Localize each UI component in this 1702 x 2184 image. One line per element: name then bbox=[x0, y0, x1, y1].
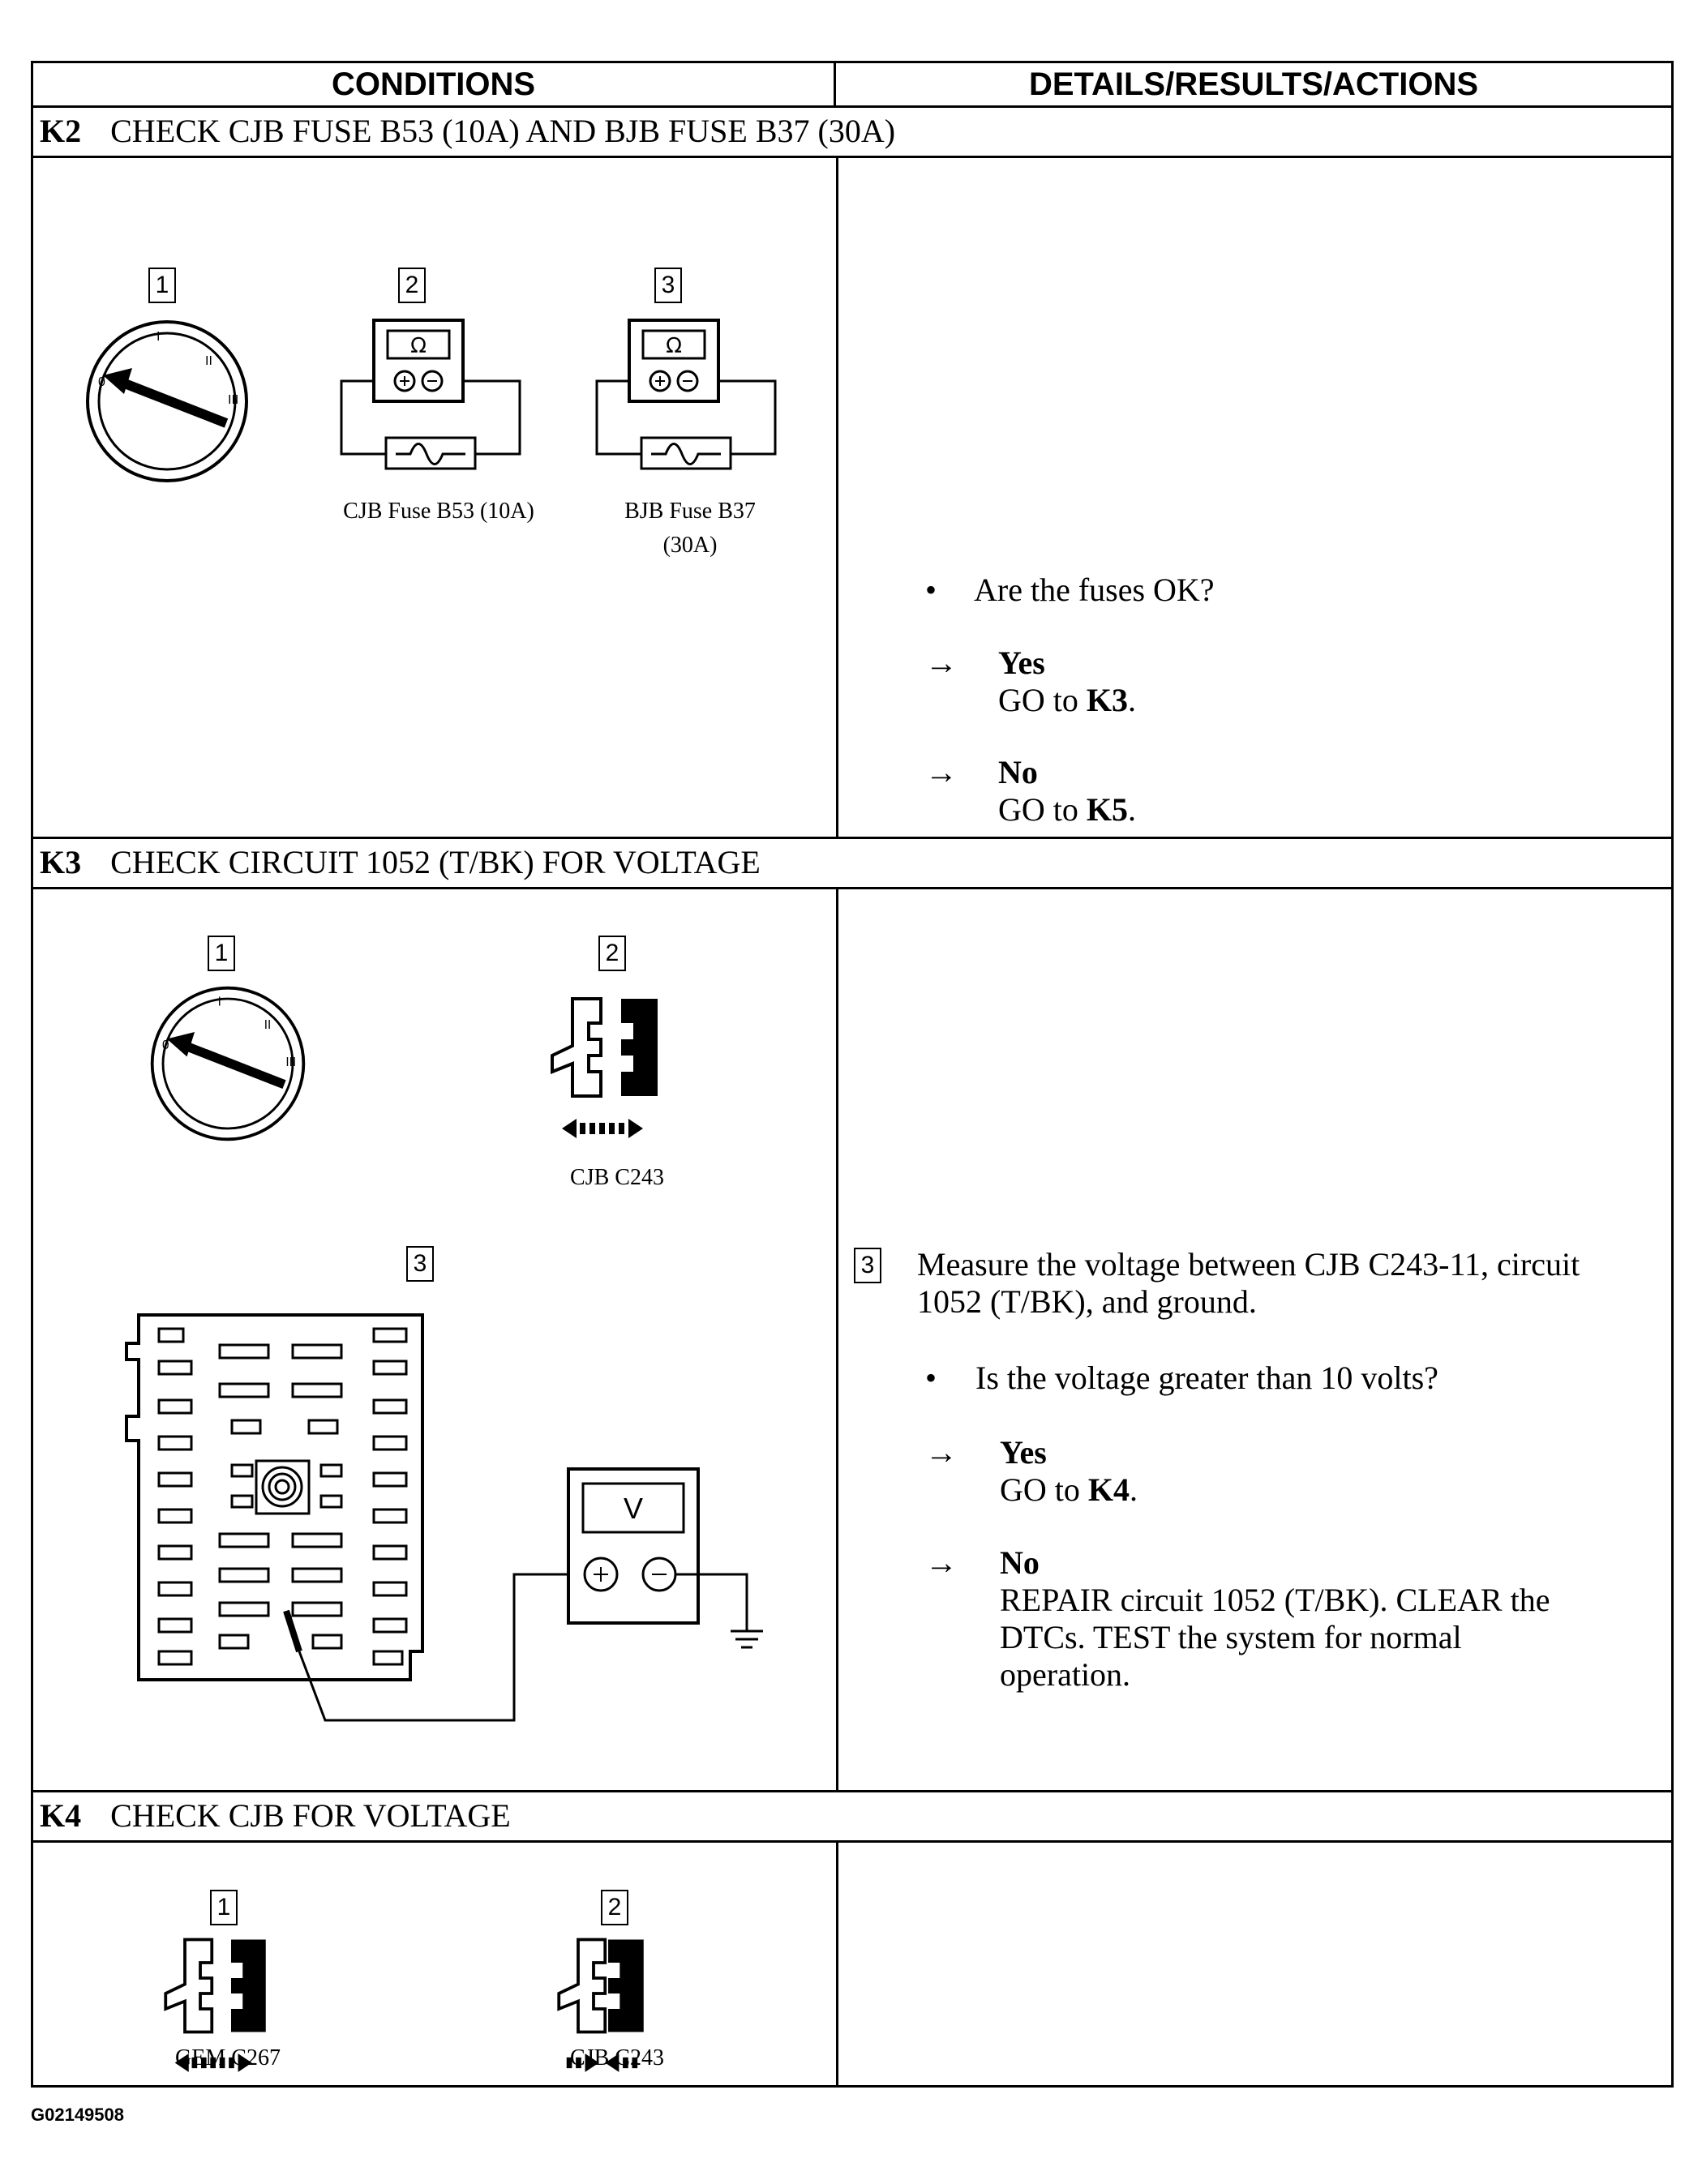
table-header: CONDITIONS DETAILS/RESULTS/ACTIONS bbox=[33, 63, 1671, 108]
k3-step-1-box: 1 bbox=[208, 936, 235, 971]
k3-instruction-line2: 1052 (T/BK), and ground. bbox=[917, 1283, 1257, 1320]
k2-ohm-symbol-1: Ω bbox=[410, 334, 427, 358]
k2-step-2-box: 2 bbox=[398, 268, 426, 303]
k3-yes-label: Yes bbox=[1000, 1434, 1047, 1471]
k2-step-1-box: 1 bbox=[148, 268, 176, 303]
k3-no-action-line2: DTCs. TEST the system for normal bbox=[1000, 1619, 1462, 1655]
svg-text:I: I bbox=[218, 996, 221, 1009]
k2-body: 1 0 I II III 2 Ω CJB Fuse B53 (10A) bbox=[33, 158, 1671, 839]
k2-column-divider bbox=[836, 158, 838, 837]
k2-section-title: K2 CHECK CJB FUSE B53 (10A) AND BJB FUSE … bbox=[33, 108, 1671, 158]
k3-question: Is the voltage greater than 10 volts? bbox=[975, 1360, 1438, 1396]
k2-no-label: No bbox=[998, 754, 1038, 790]
k3-no-action-line3: operation. bbox=[1000, 1656, 1131, 1693]
ohmmeter-fuse-icon: Ω bbox=[340, 319, 521, 470]
k4-section-title: K4 CHECK CJB FOR VOLTAGE bbox=[33, 1792, 1671, 1843]
k2-question: Are the fuses OK? bbox=[974, 572, 1215, 608]
figure-id: G02149508 bbox=[31, 2105, 124, 2125]
k3-title: CHECK CIRCUIT 1052 (T/BK) FOR VOLTAGE bbox=[110, 844, 761, 880]
k4-step-1-box: 1 bbox=[210, 1890, 238, 1925]
k2-title: CHECK CJB FUSE B53 (10A) AND BJB FUSE B3… bbox=[110, 113, 896, 149]
ignition-switch-off-icon: 0 I II III bbox=[150, 986, 306, 1141]
connector-connect-icon bbox=[557, 1938, 644, 2072]
connector-disconnect-icon bbox=[164, 1938, 266, 2072]
k3-yes-arrow: → bbox=[925, 1434, 958, 1471]
k2-code: K2 bbox=[40, 113, 82, 149]
k3-instruction-line1: Measure the voltage between CJB C243-11,… bbox=[917, 1246, 1580, 1283]
k2-fuse-b37-caption-line2: (30A) bbox=[662, 533, 718, 558]
k3-no-arrow: → bbox=[925, 1544, 958, 1581]
k4-column-divider bbox=[836, 1843, 838, 2085]
k2-fuse-b37-caption-line1: BJB Fuse B37 bbox=[624, 499, 756, 524]
k3-connector-caption: CJB C243 bbox=[570, 1165, 664, 1190]
ignition-switch-off-icon: 0 I II III bbox=[86, 320, 248, 482]
k3-section-title: K3 CHECK CIRCUIT 1052 (T/BK) FOR VOLTAGE bbox=[33, 839, 1671, 889]
k2-bullet: • bbox=[925, 572, 937, 608]
svg-text:II: II bbox=[205, 354, 212, 368]
k3-no-label: No bbox=[1000, 1544, 1040, 1581]
k3-body: 1 0 I II III 2 CJB C243 3 bbox=[33, 889, 1671, 1792]
k3-detail-step-3-box: 3 bbox=[854, 1248, 881, 1283]
k2-fuse-b53-caption: CJB Fuse B53 (10A) bbox=[343, 499, 534, 524]
svg-text:0: 0 bbox=[162, 1038, 169, 1052]
svg-text:0: 0 bbox=[98, 375, 105, 389]
k4-gem-connector-caption: GEM C267 bbox=[175, 2045, 281, 2071]
k4-cjb-connector-caption: CJB C243 bbox=[570, 2045, 664, 2071]
connector-disconnect-icon bbox=[551, 997, 658, 1138]
svg-text:III: III bbox=[228, 393, 238, 407]
k3-column-divider bbox=[836, 889, 838, 1790]
k4-body: 1 GEM C267 2 CJB C243 bbox=[33, 1843, 1671, 2085]
k4-code: K4 bbox=[40, 1797, 82, 1834]
k2-no-action: GO to K5. bbox=[998, 791, 1137, 828]
k4-title: CHECK CJB FOR VOLTAGE bbox=[110, 1797, 511, 1834]
k3-step-3-box: 3 bbox=[406, 1246, 434, 1282]
ohmmeter-fuse-icon: Ω bbox=[595, 319, 777, 470]
details-header: DETAILS/RESULTS/ACTIONS bbox=[1028, 66, 1479, 102]
k3-step-2-box: 2 bbox=[598, 936, 626, 971]
k2-yes-arrow: → bbox=[925, 644, 958, 681]
k2-yes-action: GO to K3. bbox=[998, 682, 1137, 718]
cjb-voltmeter-diagram: V bbox=[125, 1313, 763, 1722]
k2-yes-label: Yes bbox=[998, 644, 1045, 681]
svg-text:II: II bbox=[264, 1018, 271, 1032]
k3-code: K3 bbox=[40, 844, 82, 880]
k3-volt-symbol: V bbox=[624, 1492, 643, 1525]
k2-step-3-box: 3 bbox=[654, 268, 682, 303]
svg-text:I: I bbox=[156, 330, 160, 344]
k3-no-action-line1: REPAIR circuit 1052 (T/BK). CLEAR the bbox=[1000, 1582, 1550, 1618]
k2-no-arrow: → bbox=[925, 754, 958, 790]
k4-step-2-box: 2 bbox=[601, 1890, 628, 1925]
k3-bullet: • bbox=[925, 1360, 937, 1396]
conditions-header: CONDITIONS bbox=[33, 63, 836, 105]
svg-text:III: III bbox=[285, 1056, 296, 1069]
k3-yes-action: GO to K4. bbox=[1000, 1471, 1138, 1508]
k2-ohm-symbol-2: Ω bbox=[666, 334, 682, 358]
